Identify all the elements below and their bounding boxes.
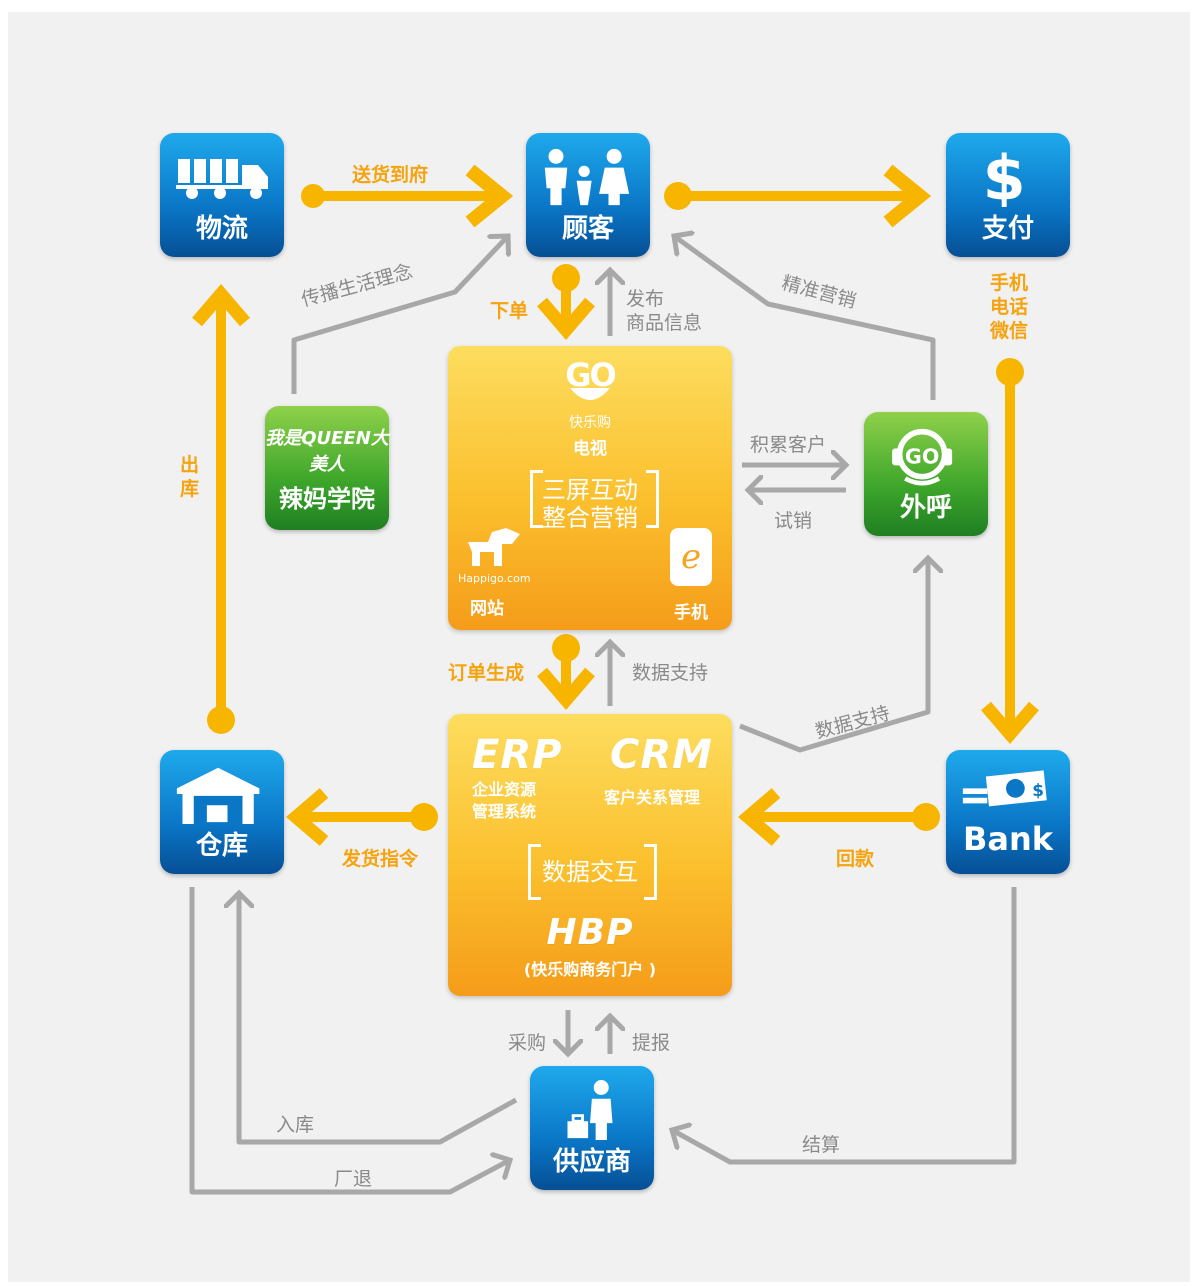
cash-icon: $ [962,770,1047,807]
supplier-label: 供应商 [552,1147,631,1177]
supplier-node[interactable]: 供应商 [530,1066,654,1190]
title-bracket-left [530,470,543,528]
logistics-label: 物流 [195,214,248,244]
website-label: 网站 [470,599,504,619]
mobile-label: 手机 [674,603,708,623]
yellow-flow-delivery [301,164,514,228]
hbp-desc: (快乐购商务门户 ) [523,960,657,979]
svg-text:GO: GO [905,445,939,469]
edge-label-report: 提报 [632,1032,671,1054]
edge-label-delivery: 送货到府 [352,164,429,186]
edge-label-outbound-1: 出 [180,454,200,476]
edge-label-order-generated: 订单生成 [448,662,525,684]
academy-label: 辣妈学院 [279,485,375,513]
edge-label-accumulate: 积累客户 [750,434,827,456]
brand-logo-text: 快乐购 [569,415,611,431]
gray-flow-inbound [239,893,518,1145]
yellow-flow-order-generated [537,634,595,710]
payment-node[interactable]: $ 支付 [946,133,1070,257]
erp-desc-1: 企业资源 [472,780,537,799]
integrated-marketing-panel: GO 快乐购 电视 三屏互动 整合营销 Happigo.com 网站 e 手机 [448,346,732,630]
erp-desc-2: 管理系统 [472,802,537,821]
gray-flow-settlement [672,887,1017,1165]
gray-flow-factory-return [189,887,510,1195]
yellow-flow-payment-return [738,788,940,846]
yellow-flow-to-payment [664,164,932,228]
go-logo: GO [565,356,616,394]
dollar-icon: $ [983,147,1026,207]
title-line-2: 整合营销 [542,504,638,532]
warehouse-icon [176,767,260,824]
customer-label: 顾客 [561,214,614,244]
edge-label-outbound-2: 库 [180,478,200,500]
gray-flow-lifestyle [291,236,508,394]
customer-node[interactable]: 顾客 [526,133,650,257]
data-exchange-label: 数据交互 [542,858,638,886]
title-line-1: 三屏互动 [542,476,638,504]
truck-icon [176,159,268,199]
tv-label: 电视 [573,439,607,459]
smile-icon [570,388,610,400]
payment-method-wechat: 微信 [990,320,1029,342]
dog-mascot-icon [468,528,520,566]
edge-label-inbound: 入库 [276,1114,315,1136]
edge-label-purchase: 采购 [508,1032,547,1054]
website-domain: Happigo.com [458,572,531,585]
supplier-person-icon [567,1080,613,1140]
svg-text:$: $ [983,147,1026,207]
edge-label-publish-2: 商品信息 [626,312,703,334]
edge-label-trial: 试销 [774,510,813,532]
yellow-flow-outbound [192,284,250,734]
family-icon [544,148,630,206]
edge-label-order: 下单 [490,300,529,322]
title-bracket-right [646,470,659,528]
logistics-node[interactable]: 物流 [160,133,284,257]
payment-method-call: 电话 [990,296,1029,318]
outbound-call-node[interactable]: GO 外呼 [864,412,988,536]
crm-desc: 客户关系管理 [604,788,701,807]
erp-title: ERP [472,732,563,778]
yellow-flow-payment-to-bank [981,358,1039,744]
bank-label: Bank [962,820,1054,858]
edge-label-data-support-1: 数据支持 [632,662,709,684]
bank-node[interactable]: $ Bank [946,750,1070,874]
svg-text:$: $ [1032,780,1044,800]
gray-flow-precision [674,236,936,400]
warehouse-label: 仓库 [195,831,248,861]
warehouse-node[interactable]: 仓库 [160,750,284,874]
gray-flow-data-2 [739,558,928,753]
yellow-flow-ship-instruction [286,788,438,846]
yellow-flow-order [537,264,595,340]
outbound-call-label: 外呼 [899,493,952,523]
payment-method-phone: 手机 [990,272,1029,294]
edge-label-publish-1: 发布 [626,288,665,310]
data-bracket-left [528,844,541,900]
data-bracket-right [644,844,657,900]
academy-logo: 我是QUEEN大美人 [265,428,389,475]
academy-node[interactable]: 我是QUEEN大美人 辣妈学院 [265,406,389,530]
edge-label-settlement: 结算 [802,1134,841,1156]
headset-icon: GO [892,428,953,486]
erp-crm-panel: ERP 企业资源 管理系统 CRM 客户关系管理 数据交互 HBP (快乐购商务… [448,714,732,996]
crm-title: CRM [610,732,713,778]
edge-label-ship-instruction: 发货指令 [342,848,419,870]
svg-text:e: e [681,537,701,577]
edge-label-payment-return: 回款 [836,848,875,870]
mobile-phone-icon: e [670,528,712,586]
hbp-title: HBP [546,912,634,953]
payment-label: 支付 [981,214,1034,244]
edge-label-factory-return: 厂退 [334,1168,373,1190]
